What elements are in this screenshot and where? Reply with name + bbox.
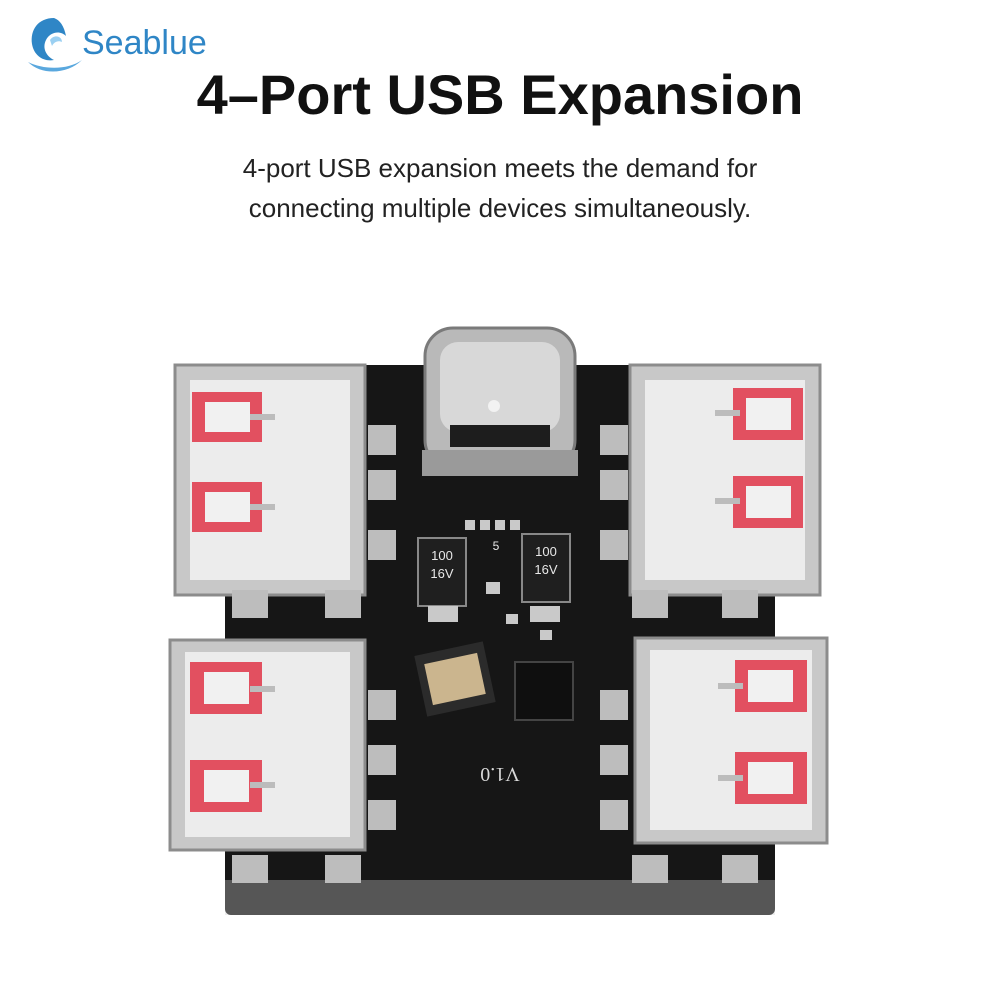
page-subtitle: 4-port USB expansion meets the demand fo… [0,148,1000,228]
capacitor-right: 100 16V [521,533,571,603]
usb-a-port-top-left [173,363,367,597]
svg-text:100: 100 [535,544,557,559]
solder-pads [232,425,758,883]
usb-hub-board-photo: 100 16V 100 16V 5 V1.0 [168,326,829,915]
subtitle-line-2: connecting multiple devices simultaneous… [248,193,752,223]
usb-a-port-bottom-right [633,636,829,845]
board-marker: 5 [493,539,500,553]
svg-text:100: 100 [431,548,453,563]
usb-a-port-bottom-left [168,638,367,852]
svg-text:16V: 16V [534,562,557,577]
brand-name: Seablue [82,24,207,62]
capacitor-left: 100 16V [417,537,467,607]
usb-c-connector [422,326,578,476]
subtitle-line-1: 4-port USB expansion meets the demand fo… [242,153,758,183]
seablue-logo: Seablue [24,10,254,80]
crystal-oscillator [414,641,496,717]
page-title: 4–Port USB Expansion [196,63,804,126]
hub-controller-chip [514,661,574,721]
version-label: V1.0 [480,763,519,785]
usb-a-port-top-right [628,363,822,597]
wave-logo-icon [28,18,82,72]
svg-text:16V: 16V [430,566,453,581]
